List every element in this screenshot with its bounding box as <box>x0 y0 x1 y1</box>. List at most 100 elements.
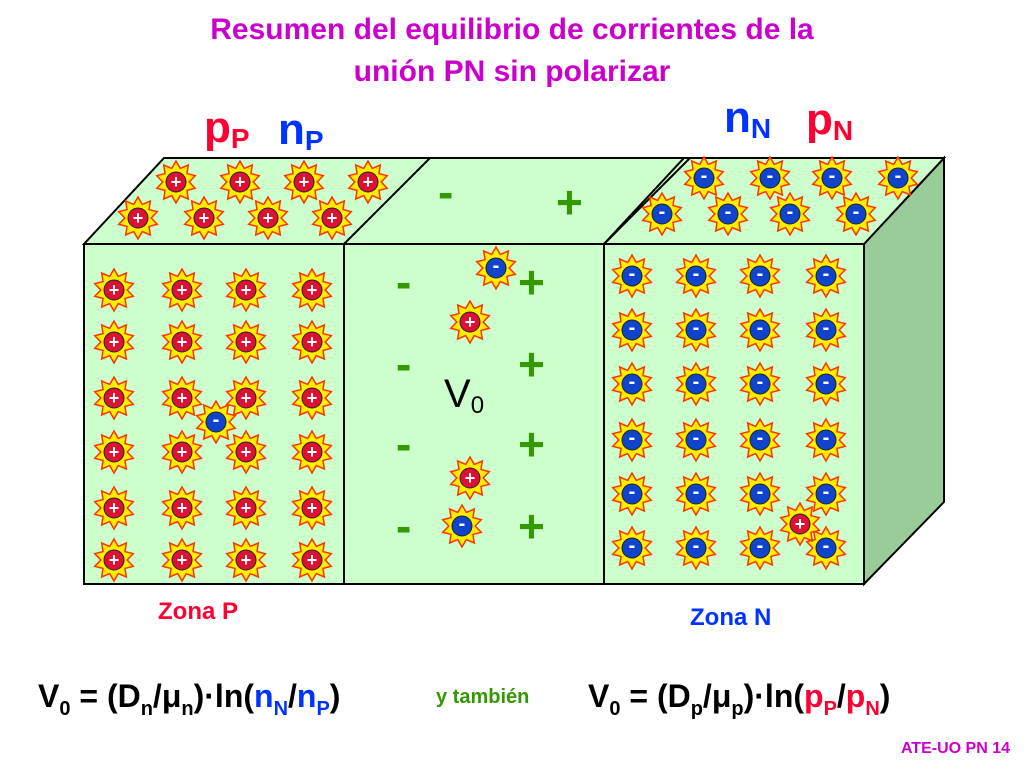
hole-star-plus-icon: + <box>291 376 333 420</box>
svg-text:+: + <box>177 550 188 570</box>
svg-text:-: - <box>693 263 700 285</box>
svg-text:-: - <box>629 317 636 339</box>
connector-text: y también <box>436 686 530 708</box>
zone-n-label: Zona N <box>690 604 772 631</box>
electron-star-minus-icon: - <box>675 418 717 462</box>
svg-text:-: - <box>823 371 830 393</box>
svg-text:+: + <box>241 332 252 352</box>
depletion-signs: - + - + - + - + - + <box>396 166 583 552</box>
hole-star-plus-icon: + <box>219 160 261 204</box>
title-line-2: unión PN sin polarizar <box>353 55 671 88</box>
electron-star-minus-icon: - <box>769 192 811 236</box>
svg-text:+: + <box>307 498 318 518</box>
hole-star-plus-icon: + <box>225 430 267 474</box>
hole-star-plus-icon: + <box>155 160 197 204</box>
top-divider-p <box>343 157 431 245</box>
svg-text:+: + <box>177 280 188 300</box>
svg-text:-: - <box>693 481 700 503</box>
electron-star-minus-icon: - <box>675 526 717 570</box>
svg-text:-: - <box>757 481 764 503</box>
hole-star-plus-icon: + <box>93 486 135 530</box>
electron-star-minus-icon: - <box>805 418 847 462</box>
hole-star-plus-icon: + <box>225 268 267 312</box>
hole-star-plus-icon: + <box>93 430 135 474</box>
svg-text:-: - <box>693 317 700 339</box>
hole-star-plus-icon: + <box>449 300 491 344</box>
electron-star-minus-icon: - <box>675 472 717 516</box>
svg-text:-: - <box>629 481 636 503</box>
electron-star-minus-icon: - <box>641 192 683 236</box>
hole-star-plus-icon: + <box>291 538 333 582</box>
electron-star-minus-icon: - <box>805 254 847 298</box>
svg-text:-: - <box>757 371 764 393</box>
hole-star-plus-icon: + <box>183 196 225 240</box>
svg-text:+: + <box>171 172 182 192</box>
hole-star-plus-icon: + <box>283 160 325 204</box>
svg-text:-: - <box>629 427 636 449</box>
electron-star-minus-icon: - <box>611 472 653 516</box>
hole-star-plus-icon: + <box>161 320 203 364</box>
electron-star-minus-icon: - <box>675 362 717 406</box>
svg-text:+: + <box>177 498 188 518</box>
electron-star-minus-icon: - <box>805 308 847 352</box>
formula-electron: V0 = (Dn/μn)·ln(nN/nP) <box>38 678 341 720</box>
svg-text:+: + <box>235 172 246 192</box>
svg-text:+: + <box>109 332 120 352</box>
zone-n-front <box>603 243 865 585</box>
svg-text:+: + <box>133 208 144 228</box>
svg-text:+: + <box>109 550 120 570</box>
hole-star-plus-icon: + <box>161 376 203 420</box>
svg-text:-: - <box>659 201 666 223</box>
svg-text:+: + <box>465 312 476 332</box>
plus-sign-2: + <box>518 338 545 390</box>
svg-text:+: + <box>307 550 318 570</box>
hole-star-plus-icon: + <box>291 430 333 474</box>
svg-text:+: + <box>241 442 252 462</box>
electron-star-minus-icon: - <box>805 526 847 570</box>
electron-star-minus-icon: - <box>739 362 781 406</box>
label-pN: pN <box>806 95 854 147</box>
minus-sign-1: - <box>396 256 411 308</box>
plus-sign-4: + <box>518 500 545 552</box>
svg-text:-: - <box>693 371 700 393</box>
electron-star-minus-icon: - <box>739 418 781 462</box>
hole-star-plus-icon: + <box>291 268 333 312</box>
built-in-voltage-label: V0 <box>444 372 485 419</box>
hole-star-plus-icon: + <box>117 196 159 240</box>
hole-star-plus-icon: + <box>225 538 267 582</box>
electron-star-minus-icon: - <box>195 400 237 444</box>
svg-text:-: - <box>701 165 708 187</box>
svg-text:-: - <box>823 535 830 557</box>
svg-text:-: - <box>629 263 636 285</box>
hole-star-plus-icon: + <box>291 320 333 364</box>
svg-text:-: - <box>629 535 636 557</box>
electron-star-minus-icon: - <box>739 308 781 352</box>
electron-star-minus-icon: - <box>739 254 781 298</box>
electron-star-minus-icon: - <box>611 418 653 462</box>
svg-text:-: - <box>629 371 636 393</box>
svg-text:+: + <box>327 208 338 228</box>
electron-star-minus-icon: - <box>739 472 781 516</box>
plus-sign-3: + <box>518 418 545 470</box>
hole-star-plus-icon: + <box>311 196 353 240</box>
svg-text:+: + <box>363 172 374 192</box>
hole-star-plus-icon: + <box>161 430 203 474</box>
hole-star-plus-icon: + <box>247 196 289 240</box>
electron-star-minus-icon: - <box>611 362 653 406</box>
title-line-1: Resumen del equilibrio de corrientes de … <box>210 13 814 46</box>
electron-star-minus-icon: - <box>675 308 717 352</box>
hole-star-plus-icon: + <box>93 538 135 582</box>
electron-star-minus-icon: - <box>475 246 517 290</box>
electron-star-minus-icon: - <box>877 156 919 200</box>
svg-text:+: + <box>109 442 120 462</box>
top-plus-sign: + <box>556 176 583 228</box>
electron-star-minus-icon: - <box>611 308 653 352</box>
svg-text:-: - <box>823 263 830 285</box>
svg-text:-: - <box>757 427 764 449</box>
label-pP: pP <box>204 103 250 155</box>
svg-text:-: - <box>693 535 700 557</box>
svg-text:+: + <box>177 388 188 408</box>
label-nN: nN <box>724 93 772 145</box>
svg-text:-: - <box>823 317 830 339</box>
hole-star-plus-icon: + <box>161 486 203 530</box>
